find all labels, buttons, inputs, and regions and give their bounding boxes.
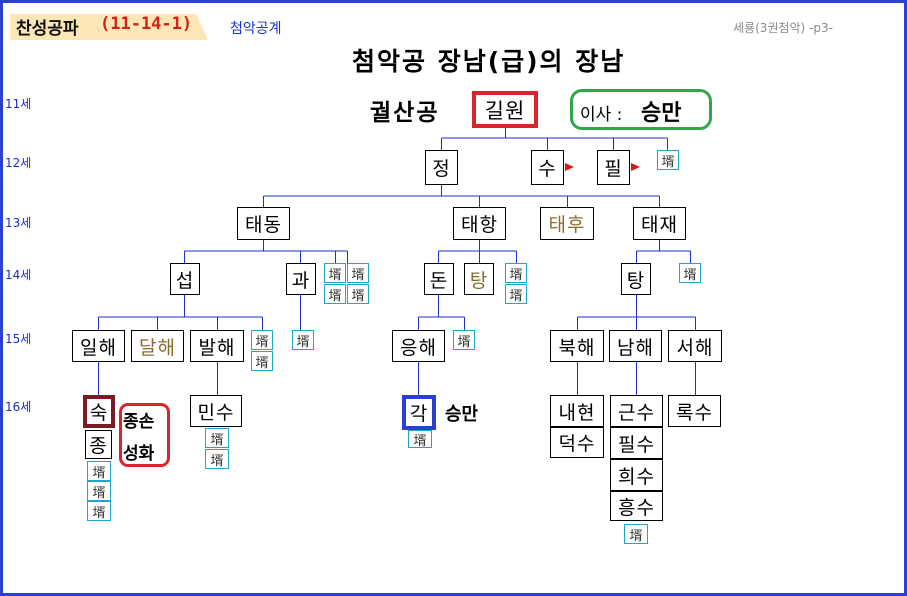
son-in-law-tag: 壻 <box>324 263 346 283</box>
son-in-law-tag: 壻 <box>251 351 273 371</box>
son-in-law-tag: 壻 <box>679 263 701 283</box>
person-namhae[interactable]: 남해 <box>609 330 662 362</box>
series-label: 찬성공파 <box>16 19 79 39</box>
person-dalhae[interactable]: 달해 <box>131 330 184 362</box>
person-heungsu[interactable]: 흥수 <box>610 491 663 521</box>
series-code: (11-14-1) <box>100 14 193 34</box>
generation-12: 12세 <box>5 156 32 170</box>
person-taehang[interactable]: 태항 <box>453 207 506 240</box>
person-naehyeon[interactable]: 내현 <box>550 395 604 427</box>
heir-note-line2: 성화 <box>123 444 155 464</box>
person-deoksu[interactable]: 덕수 <box>550 427 604 458</box>
generation-11: 11세 <box>5 97 32 111</box>
founder-gilwon[interactable]: 길원 <box>472 91 538 128</box>
person-pilsu[interactable]: 필수 <box>610 427 663 459</box>
son-in-law-tag: 壻 <box>87 481 111 501</box>
series-badge <box>10 14 208 40</box>
son-in-law-tag: 壻 <box>205 449 229 469</box>
son-in-law-tag: 壻 <box>292 330 314 350</box>
generation-14: 14세 <box>5 268 32 282</box>
person-huisu[interactable]: 희수 <box>610 459 663 491</box>
person-seohae[interactable]: 서해 <box>668 330 722 362</box>
person-jong[interactable]: 종 <box>85 430 112 459</box>
generation-16: 16세 <box>5 400 32 414</box>
person-eunghae[interactable]: 응해 <box>392 330 445 362</box>
adoption-name: 승만 <box>641 101 682 126</box>
heir-note <box>119 403 170 467</box>
generation-13: 13세 <box>5 216 32 230</box>
person-seob[interactable]: 섭 <box>170 263 200 295</box>
person-minsu[interactable]: 민수 <box>190 395 242 427</box>
son-in-law-tag: 壻 <box>505 263 527 283</box>
son-in-law-tag: 壻 <box>453 330 475 350</box>
person-gwa[interactable]: 과 <box>286 263 316 295</box>
flag-icon <box>631 163 640 171</box>
page-reference: 세룡(3권첨악) -p3- <box>733 21 833 35</box>
person-roksu[interactable]: 록수 <box>668 395 721 427</box>
person-tang[interactable]: 탕 <box>621 263 651 295</box>
person-taejae[interactable]: 태재 <box>633 207 686 240</box>
person-taedong[interactable]: 태동 <box>237 207 290 240</box>
person-balhae[interactable]: 발해 <box>190 330 244 362</box>
chart-title: 첨악공 장남(급)의 장남 <box>352 47 626 76</box>
person-ilhae[interactable]: 일해 <box>72 330 125 362</box>
founder-title: 궐산공 <box>370 100 440 126</box>
person-bukhae[interactable]: 북해 <box>550 330 604 362</box>
person-don[interactable]: 돈 <box>424 263 454 295</box>
generation-15: 15세 <box>5 332 32 346</box>
person-su[interactable]: 수 <box>531 150 564 185</box>
adoption-label: 이사 : <box>580 105 623 125</box>
heir-note-line1: 종손 <box>123 412 155 432</box>
flag-icon <box>565 163 574 171</box>
son-in-law-tag: 壻 <box>347 284 369 304</box>
person-suk[interactable]: 숙 <box>83 395 115 428</box>
son-in-law-tag: 壻 <box>408 430 432 449</box>
son-in-law-tag: 壻 <box>657 150 679 170</box>
person-gak-note: 승만 <box>445 404 479 425</box>
son-in-law-tag: 壻 <box>324 284 346 304</box>
person-tang-brown[interactable]: 탕 <box>464 263 494 295</box>
son-in-law-tag: 壻 <box>347 263 369 283</box>
series-link[interactable]: 첨악공계 <box>230 21 282 37</box>
son-in-law-tag: 壻 <box>624 524 648 544</box>
person-geunsu[interactable]: 근수 <box>610 395 663 427</box>
son-in-law-tag: 壻 <box>87 501 111 521</box>
adoption-note <box>570 89 712 130</box>
son-in-law-tag: 壻 <box>87 461 111 481</box>
person-taehu[interactable]: 태후 <box>540 207 594 240</box>
person-gak[interactable]: 각 <box>402 395 436 430</box>
person-pil[interactable]: 필 <box>597 150 630 185</box>
son-in-law-tag: 壻 <box>205 428 229 448</box>
son-in-law-tag: 壻 <box>251 330 273 350</box>
person-jeong[interactable]: 정 <box>425 150 458 185</box>
son-in-law-tag: 壻 <box>505 284 527 304</box>
